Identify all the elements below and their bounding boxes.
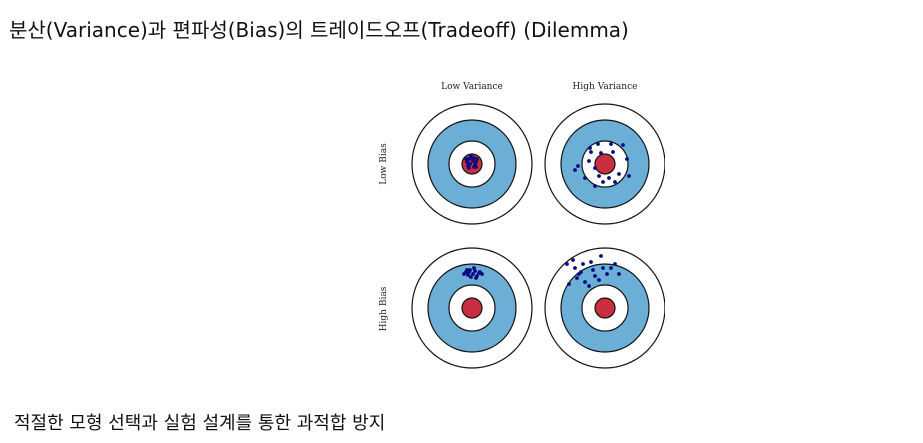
shot-point: [474, 165, 478, 169]
footer-caption: 적절한 모형 선택과 실험 설계를 통한 과적합 방지: [14, 413, 386, 434]
shot-point: [593, 274, 597, 278]
shot-point: [576, 164, 580, 168]
shot-point: [465, 160, 469, 164]
shot-point: [601, 180, 605, 184]
shot-point: [611, 150, 615, 154]
shot-point: [609, 266, 613, 270]
shot-point: [577, 272, 581, 276]
shot-point: [474, 160, 478, 164]
shot-point: [467, 270, 471, 274]
shot-point: [575, 276, 579, 280]
shot-point: [589, 150, 593, 154]
row-label-low-bias: Low Bias: [379, 143, 389, 185]
shot-point: [581, 262, 585, 266]
column-labels: Low Variance High Variance: [441, 82, 637, 92]
shot-point: [627, 174, 631, 178]
target-low-bias-high-variance: [544, 103, 665, 225]
shot-point: [621, 143, 625, 147]
shot-point: [583, 280, 587, 284]
shot-point: [571, 258, 575, 262]
shot-point: [474, 276, 478, 280]
shot-point: [567, 282, 571, 286]
shot-point: [573, 168, 577, 172]
shot-point: [593, 166, 597, 170]
shot-point: [462, 272, 466, 276]
target-high-bias-low-variance: [411, 247, 533, 369]
shot-point: [469, 275, 473, 279]
shot-point: [617, 272, 621, 276]
target-low-bias-low-variance: [411, 103, 533, 225]
shot-point: [609, 142, 613, 146]
shot-point: [599, 151, 603, 155]
shot-point: [466, 273, 470, 277]
shot-point: [588, 146, 592, 150]
bias-variance-target-diagram: Low Variance High Variance Low Bias High…: [365, 76, 665, 376]
row-labels: Low Bias High Bias: [379, 143, 389, 331]
shot-point: [464, 157, 468, 161]
shot-point: [597, 174, 601, 178]
shot-point: [613, 262, 617, 266]
bullseye: [594, 153, 616, 175]
shot-point: [471, 272, 475, 276]
shot-point: [591, 268, 595, 272]
shot-point: [601, 266, 605, 270]
shot-point: [472, 266, 476, 270]
shot-point: [470, 156, 474, 160]
shot-point: [468, 162, 472, 166]
shot-point: [605, 272, 609, 276]
shot-point: [599, 254, 603, 258]
shot-point: [475, 157, 479, 161]
column-label-high-variance: High Variance: [573, 82, 638, 92]
shot-point: [565, 262, 569, 266]
shot-point: [593, 184, 597, 188]
shot-point: [617, 172, 621, 176]
slide-title: 분산(Variance)과 편파성(Bias)의 트레이드오프(Tradeoff…: [9, 18, 629, 42]
shot-point: [587, 159, 591, 163]
shot-point: [613, 180, 617, 184]
shot-point: [589, 260, 593, 264]
shot-point: [473, 269, 477, 273]
shot-point: [573, 266, 577, 270]
shot-point: [596, 142, 600, 146]
shot-point: [625, 157, 629, 161]
shot-point: [480, 272, 484, 276]
row-label-high-bias: High Bias: [379, 286, 389, 331]
shot-point: [583, 176, 587, 180]
shot-point: [467, 157, 471, 161]
shot-point: [467, 166, 471, 170]
shot-point: [597, 278, 601, 282]
bullseye: [461, 297, 483, 319]
shot-point: [587, 284, 591, 288]
shot-point: [607, 176, 611, 180]
column-label-low-variance: Low Variance: [441, 82, 503, 92]
target-high-bias-high-variance: [544, 247, 665, 369]
shot-point: [471, 159, 475, 163]
bullseye: [594, 297, 616, 319]
